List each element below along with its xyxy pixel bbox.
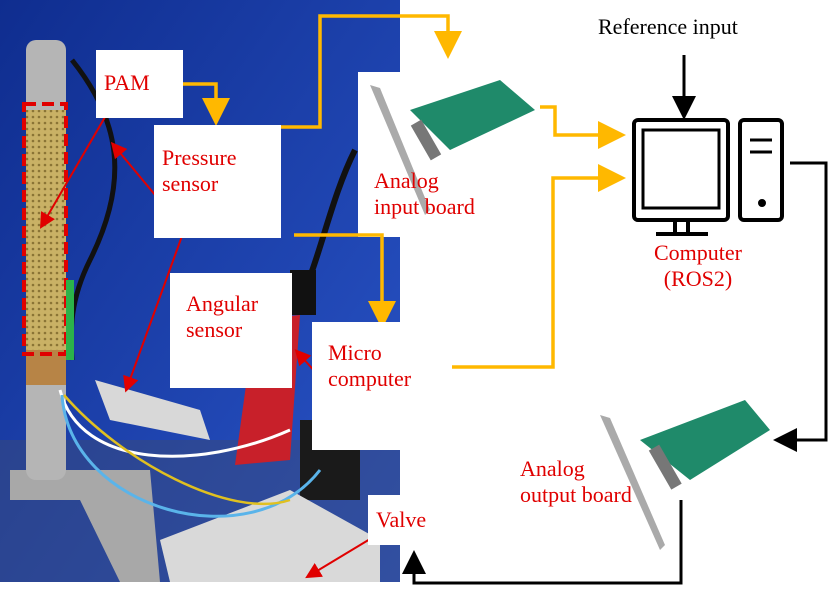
arrow-micro-to-computer — [452, 164, 626, 369]
computer-line1: Computer — [654, 240, 742, 265]
black-arrows — [402, 55, 828, 585]
analog-output-board-image — [600, 400, 770, 550]
analog-input-line2: input board — [374, 194, 475, 219]
micro-computer-line1: Micro — [328, 340, 382, 365]
valve-label: Valve — [368, 495, 448, 545]
analog-output-line2: output board — [520, 482, 632, 507]
computer-line2: (ROS2) — [663, 266, 733, 291]
arrow-computer-to-output-board — [773, 161, 828, 452]
analog-output-line1: Analog — [520, 456, 585, 481]
computer-label: Computer (ROS2) — [643, 240, 753, 292]
pressure-sensor-line1: Pressure — [162, 145, 237, 170]
computer-icon — [632, 118, 784, 236]
analog-output-board-label: Analog output board — [520, 456, 632, 508]
angular-sensor-line1: Angular — [186, 291, 259, 316]
arrow-output-board-to-valve — [402, 500, 683, 585]
arrow-pam-to-pressure — [183, 82, 230, 126]
pam-mesh — [26, 110, 66, 350]
reference-input-label: Reference input — [598, 14, 738, 39]
analog-input-board-label: Analog input board — [374, 168, 475, 220]
analog-input-line1: Analog — [374, 168, 439, 193]
signal-arrows — [183, 14, 626, 369]
experimental-setup-photo — [0, 0, 400, 582]
angular-sensor-line2: sensor — [186, 317, 243, 342]
angular-sensor-label: Angular sensor — [170, 273, 292, 388]
micro-computer-line2: computer — [328, 366, 412, 391]
pressure-sensor-line2: sensor — [162, 171, 219, 196]
valve-body — [160, 490, 380, 582]
arrow-input-board-to-computer — [540, 105, 626, 149]
arrow-pressure-to-input-board — [281, 14, 462, 129]
pam-label: PAM — [96, 50, 183, 118]
micro-computer-label: Micro computer — [312, 322, 432, 450]
pressure-sensor-label: Pressure sensor — [154, 125, 281, 238]
arrow-angular-to-micro — [294, 233, 396, 329]
analog-input-board-image — [358, 72, 538, 237]
pam-highlight — [22, 102, 68, 356]
